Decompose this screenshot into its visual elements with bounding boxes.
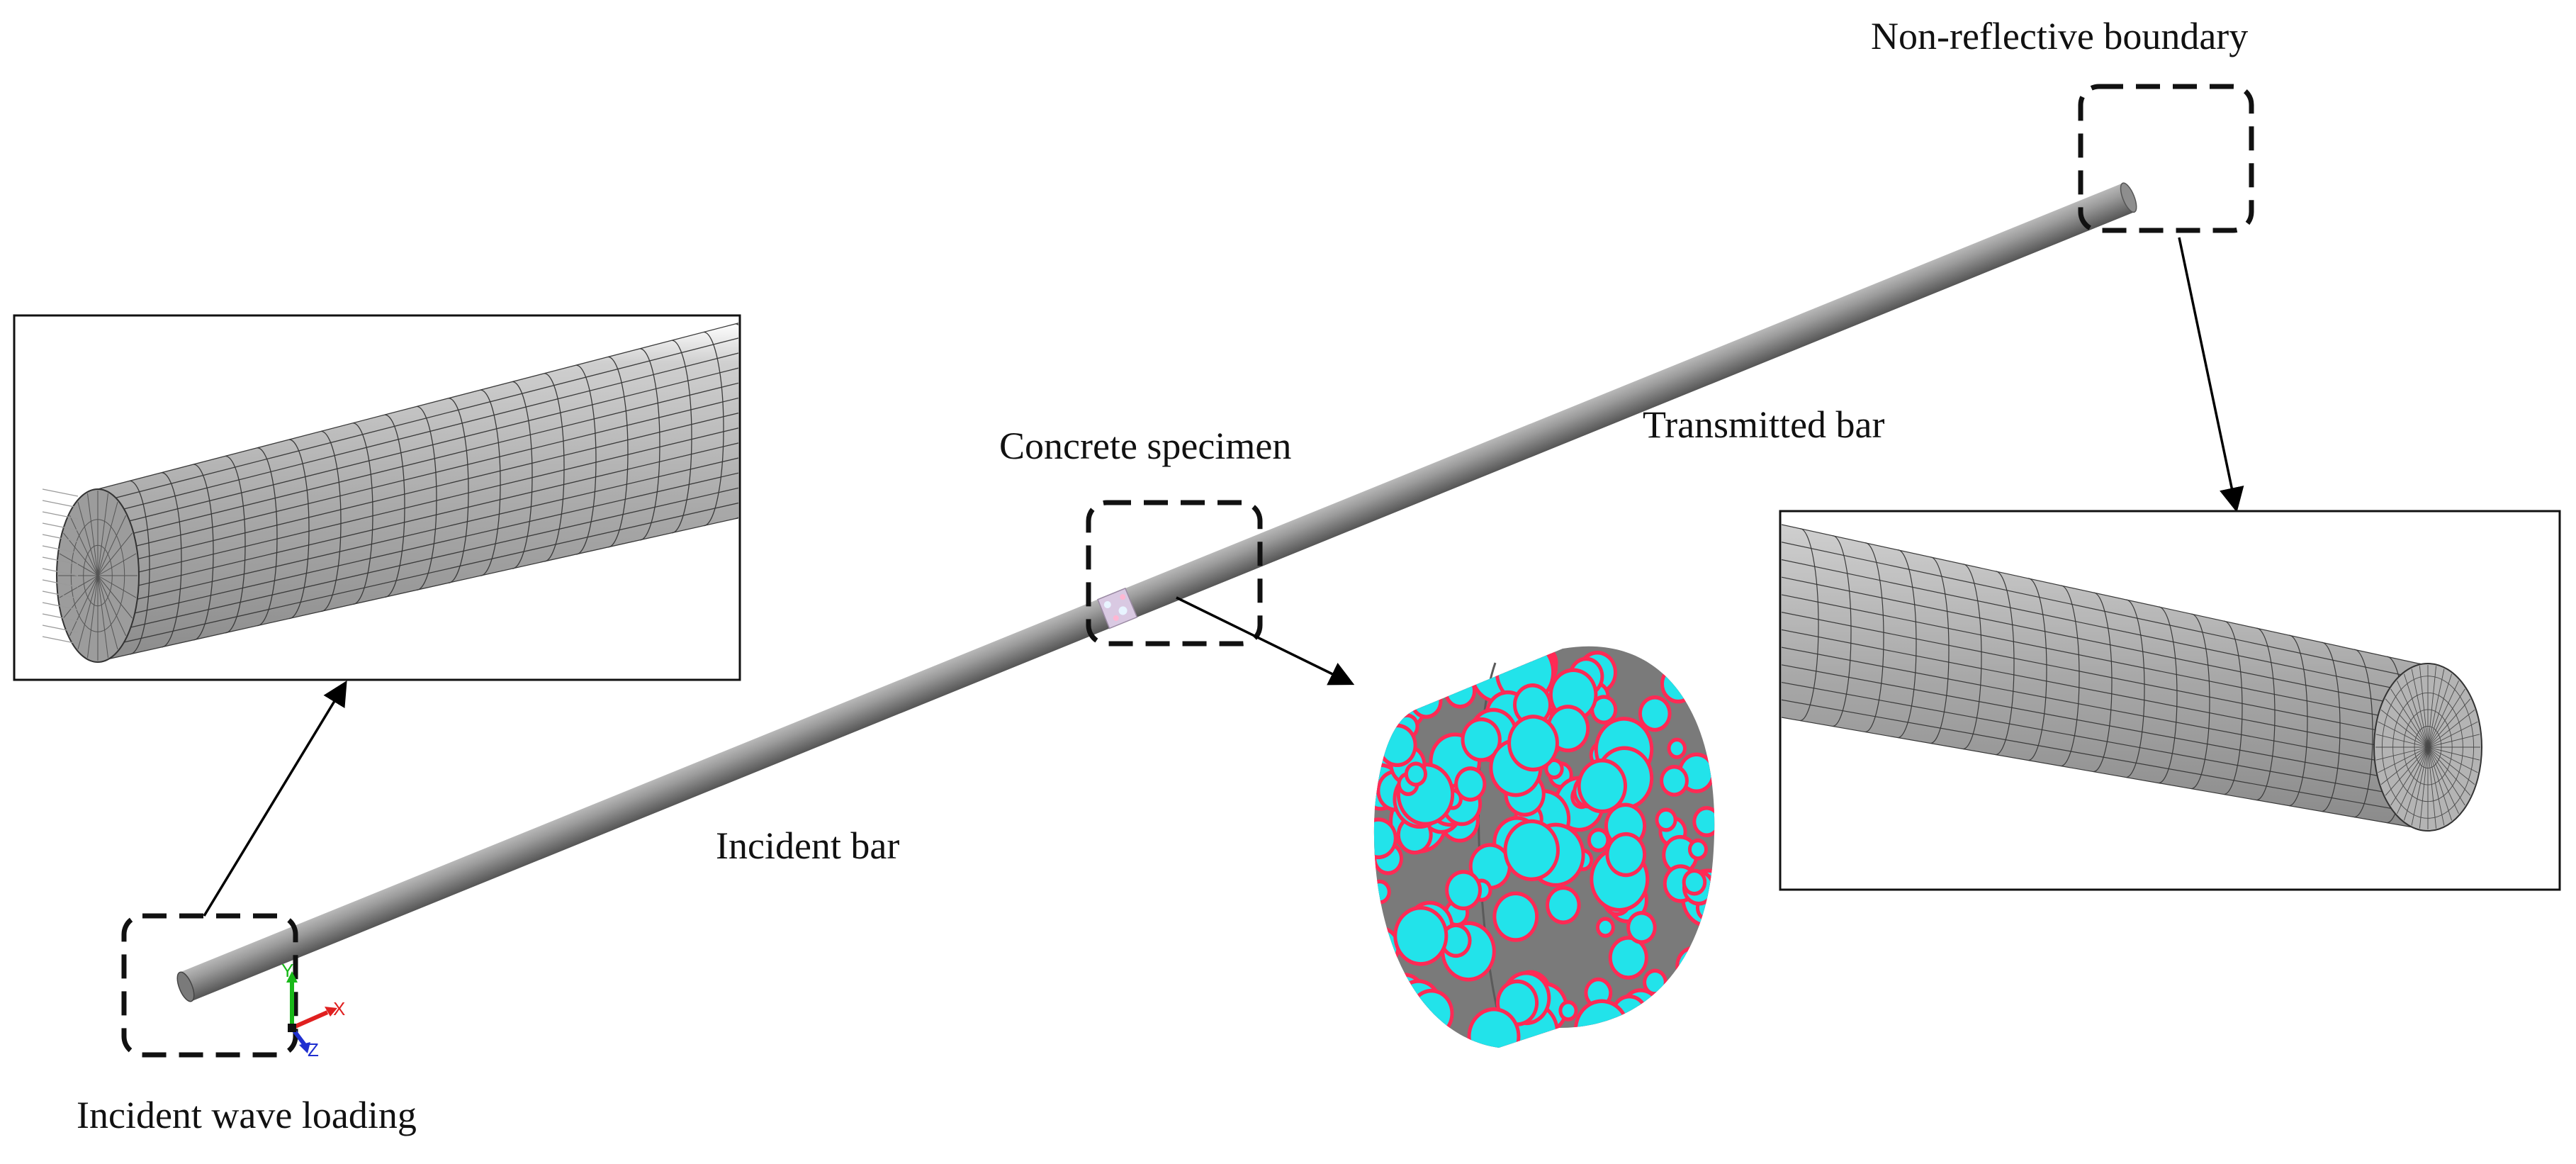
incident-bar-end [176, 971, 195, 1002]
aggregate-particles [1373, 646, 1715, 1048]
arrow-to-specimen-inset [1176, 596, 1355, 685]
end-face-mesh-left [58, 491, 137, 661]
concrete-specimen-model [1373, 646, 1715, 1048]
inset-incident-end-mesh [13, 314, 741, 681]
axis-x-label: X [333, 998, 345, 1019]
axis-z-label: Z [308, 1039, 319, 1061]
specimen-in-bar [1097, 587, 1138, 629]
load-vectors [42, 488, 79, 644]
label-transmitted-bar: Transmitted bar [1643, 403, 1885, 446]
label-incident-wave-loading: Incident wave loading [77, 1094, 417, 1136]
coordinate-triad: Y X Z [281, 960, 345, 1061]
arrow-to-right-inset [2178, 237, 2244, 513]
inset-transmitted-end-mesh [1779, 510, 2561, 891]
incident-bar-body [179, 599, 1110, 1002]
label-concrete-specimen: Concrete specimen [999, 425, 1292, 467]
shpb-bar [176, 182, 2137, 1002]
end-face-mesh-right [2375, 665, 2480, 829]
arrow-to-left-inset [203, 681, 347, 917]
label-incident-bar: Incident bar [716, 824, 900, 867]
label-non-reflective-boundary: Non-reflective boundary [1871, 15, 2249, 57]
axis-y-label: Y [281, 960, 293, 981]
transmitted-bar-end [2120, 182, 2137, 213]
transmitted-bar-body [1125, 183, 2135, 617]
mesh-lines-left [97, 323, 738, 662]
